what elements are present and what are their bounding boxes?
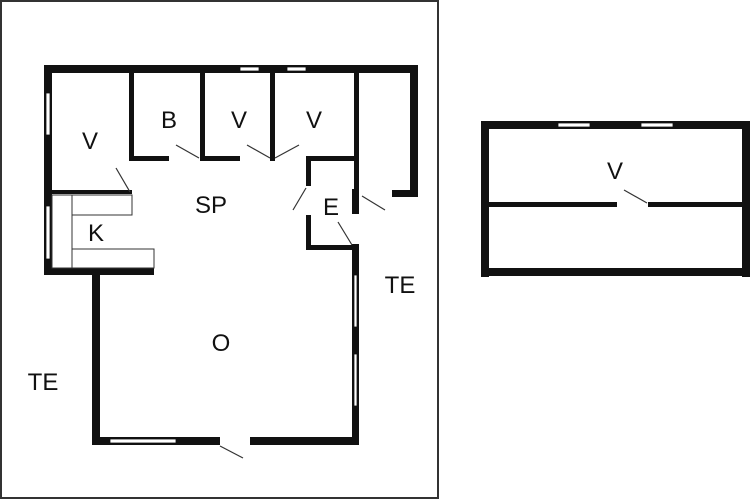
door-swings	[115, 144, 386, 459]
terrace-label-left: TE	[27, 369, 59, 396]
terrace-label-right: TE	[384, 272, 416, 299]
room-label-b: B	[160, 107, 178, 134]
main-building-windows	[45, 66, 358, 444]
annex-building	[481, 121, 750, 277]
room-label-e: E	[322, 194, 340, 221]
room-label-k: K	[87, 220, 105, 247]
room-label-o: O	[211, 330, 231, 357]
room-label-sp: SP	[194, 192, 228, 219]
annex-room-label-v: V	[606, 158, 624, 185]
plan-frame	[0, 0, 439, 499]
kitchen-counters	[51, 194, 155, 269]
room-label-v3: V	[305, 107, 323, 134]
room-label-v1: V	[81, 128, 99, 155]
room-label-v2: V	[230, 107, 248, 134]
